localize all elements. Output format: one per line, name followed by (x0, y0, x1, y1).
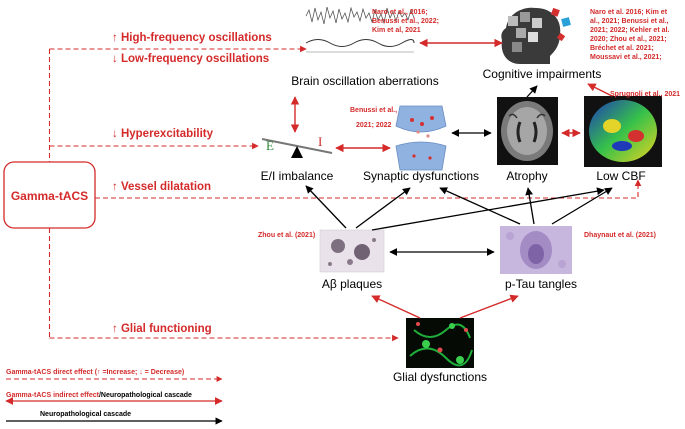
refs-synaptic: Benussi et al., 2021; 2022 (350, 107, 399, 129)
cognitive-head-icon (501, 7, 571, 64)
ei-balance-scale-icon (261, 138, 333, 158)
low-cbf-perfusion-map (584, 96, 662, 167)
link-ptau-synaptic (439, 187, 521, 225)
effect-low-frequency: ↓ Low-frequency oscillations (112, 53, 269, 65)
legend: Gamma-tACS direct effect (↑ =Increase; ↓… (5, 369, 223, 425)
refs-ptau: Dhaynaut et al. (2021) (584, 232, 656, 239)
node-low-cbf: Low CBF (596, 169, 645, 183)
atrophy-mri-image (497, 97, 558, 165)
gamma-tacs-label: Gamma-tACS (11, 189, 88, 203)
node-cognitive-impairments: Cognitive impairments (483, 67, 602, 81)
direct-effect-trunk (48, 45, 642, 342)
arrow-vessel-dilatation (95, 179, 642, 199)
link-abeta-synaptic (355, 187, 411, 229)
scale-i-label: I (318, 134, 322, 149)
refs-cognitive: Naro et al. 2016; Kim et al., 2021; Benu… (590, 9, 671, 61)
link-glial-ptau (459, 294, 519, 319)
glial-dysfunction-image (406, 318, 474, 368)
node-brain-oscillation-aberrations: Brain oscillation aberrations (291, 74, 438, 88)
effect-high-frequency: ↑ High-frequency oscillations (112, 32, 272, 44)
refs-low-cbf: Sprugnoli et al., 2021 (610, 91, 680, 98)
oscillation-waveform-icon (305, 6, 415, 53)
legend-indirect-label: Gamma-tACS indirect effect/Neuropatholog… (6, 392, 192, 399)
effect-vessel-dilatation: ↑ Vessel dilatation (112, 181, 211, 193)
refs-abeta: Zhou et al. (2021) (258, 232, 315, 239)
ptau-tangles-image (500, 226, 572, 274)
link-glial-abeta (371, 295, 421, 319)
link-ptau-atrophy (525, 187, 535, 225)
link-abeta-ei (305, 185, 347, 229)
link-abeta-cbf (371, 187, 605, 231)
effect-glial-functioning: ↑ Glial functioning (112, 323, 212, 335)
node-ptau-tangles: p-Tau tangles (505, 277, 577, 291)
scale-e-label: E (266, 138, 274, 153)
link-cbf-cognitive (587, 83, 613, 97)
node-atrophy: Atrophy (506, 169, 547, 183)
node-abeta-plaques: Aβ plaques (322, 277, 382, 291)
node-synaptic-dysfunctions: Synaptic dysfunctions (363, 169, 479, 183)
legend-direct-label: Gamma-tACS direct effect (↑ =Increase; ↓… (6, 369, 184, 376)
link-atrophy-cognitive (526, 85, 538, 98)
node-ei-imbalance: E/I imbalance (261, 169, 334, 183)
node-glial-dysfunctions: Glial dysfunctions (393, 370, 487, 384)
abeta-plaques-image (319, 229, 385, 273)
synapse-icon (395, 105, 447, 171)
legend-cascade-label: Neuropathological cascade (40, 411, 131, 418)
refs-oscillation: Naro et al., 2016; Benussi et al., 2022;… (372, 9, 441, 34)
effect-hyperexcitability: ↓ Hyperexcitability (112, 128, 214, 140)
